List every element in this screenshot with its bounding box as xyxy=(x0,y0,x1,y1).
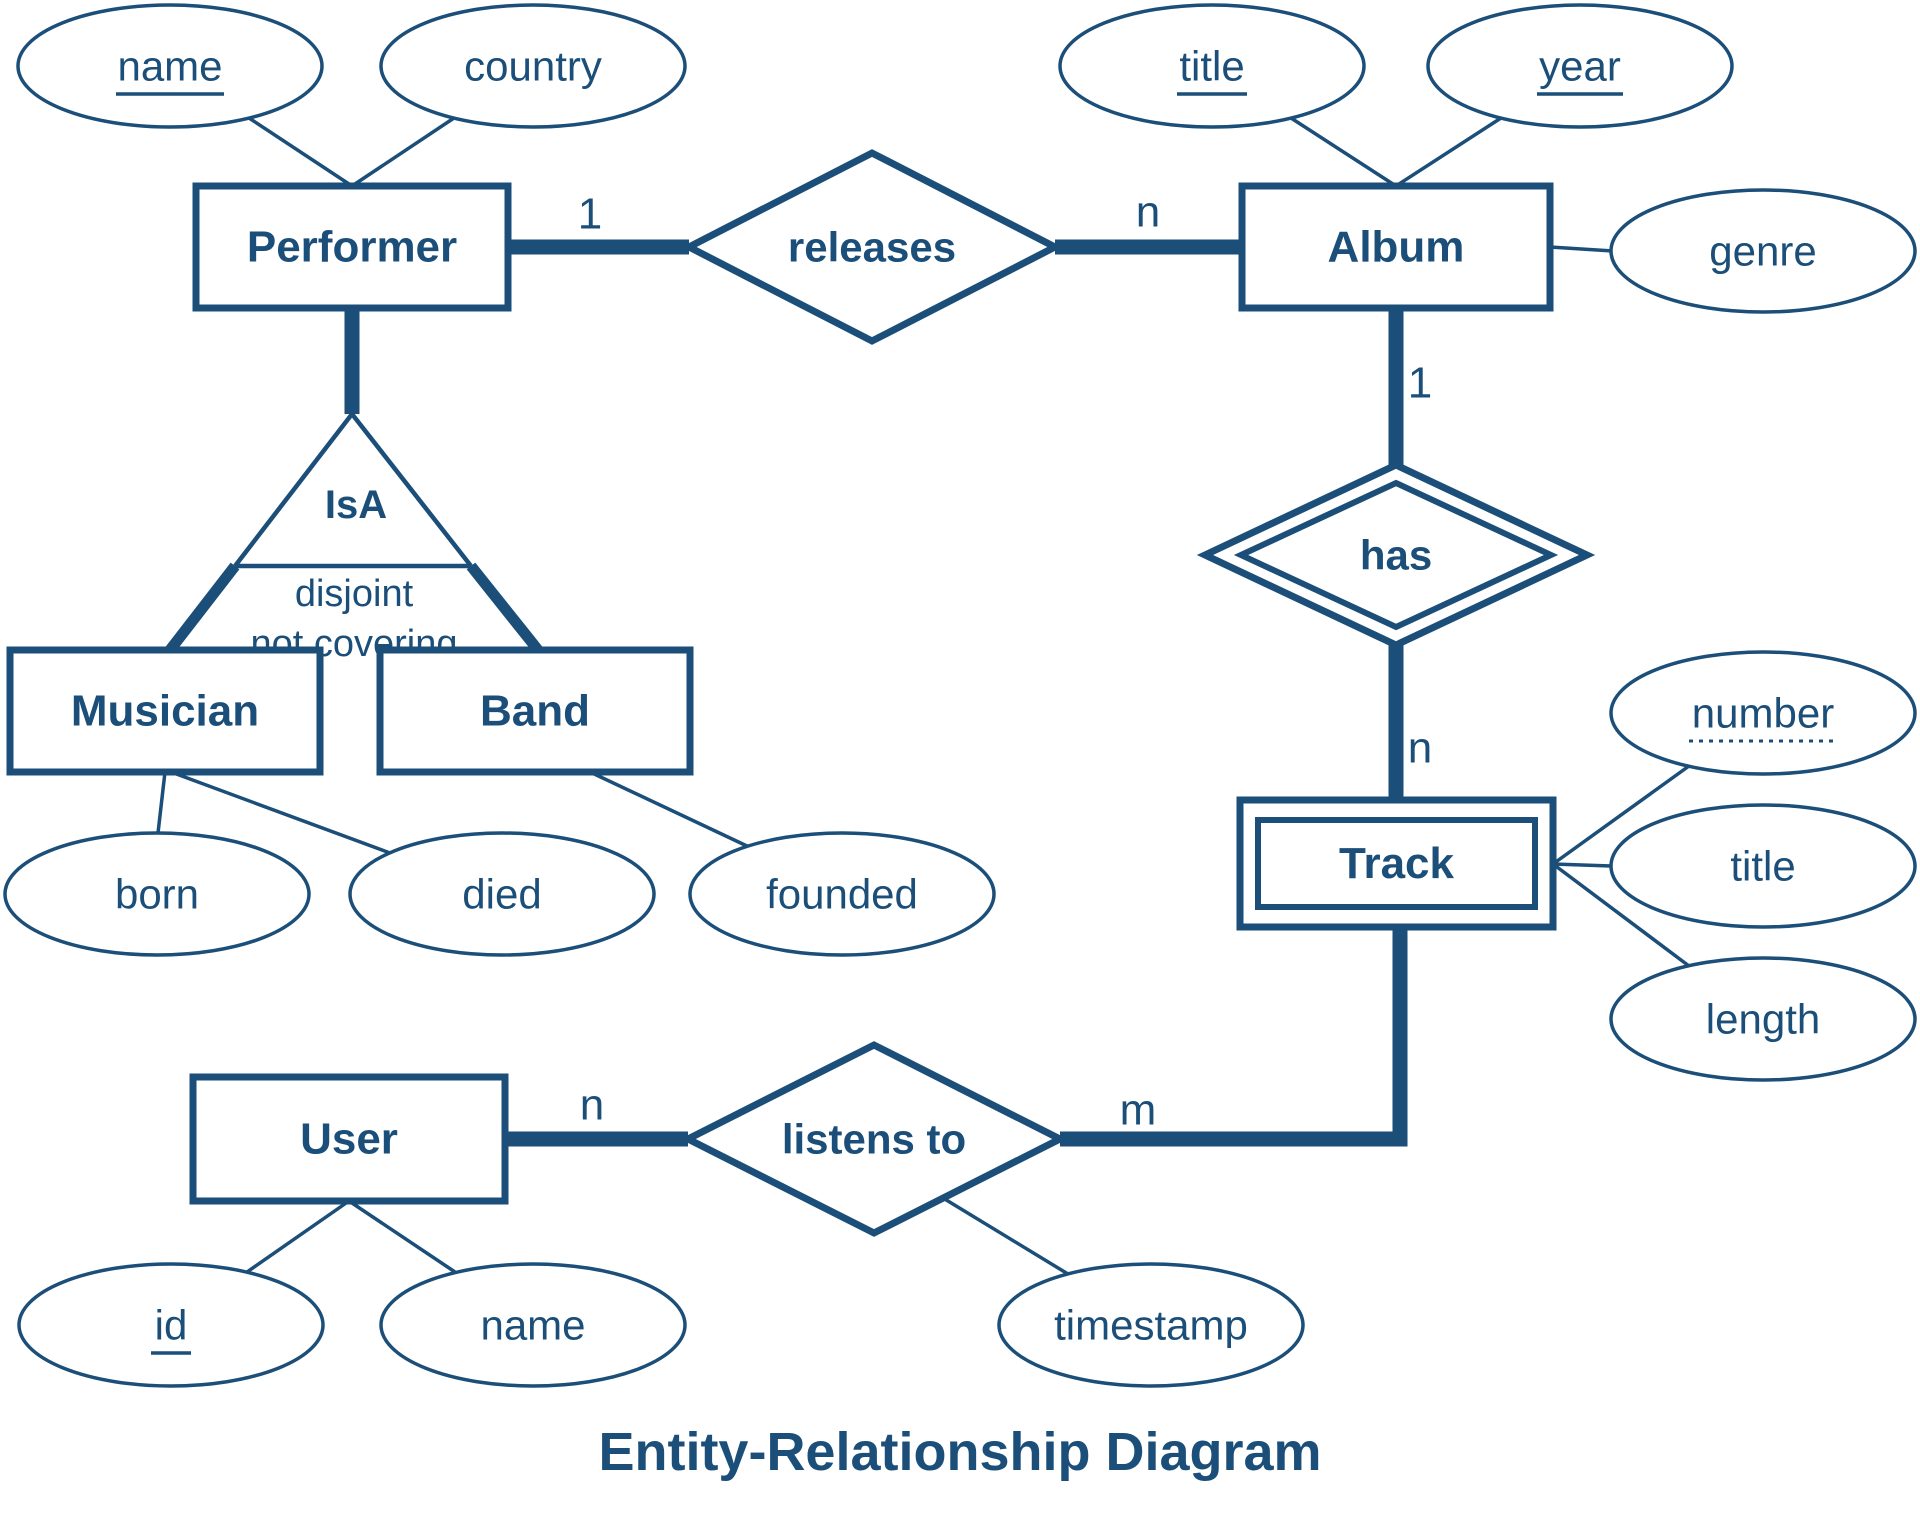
isa-constraint-disjoint: disjoint xyxy=(295,573,414,615)
relationship-has xyxy=(1196,461,1596,649)
relationship-label-releases: releases xyxy=(788,224,956,271)
connector-name-performer xyxy=(248,116,353,188)
entity-label-musician: Musician xyxy=(71,687,259,736)
attribute-label-album-title: title xyxy=(1179,43,1244,90)
entity-label-band: Band xyxy=(480,687,590,736)
attribute-label-performer-country: country xyxy=(464,43,602,90)
entity-label-album: Album xyxy=(1328,223,1465,272)
entity-label-performer: Performer xyxy=(247,223,457,272)
connector-listensto-track xyxy=(1060,927,1408,1147)
entity-performer xyxy=(192,182,512,312)
isa-leg-right xyxy=(466,562,543,654)
attribute-track-number xyxy=(1609,650,1917,776)
attribute-label-user-id: id xyxy=(155,1302,188,1349)
entity-label-track: Track xyxy=(1339,839,1455,888)
connector-born-musician xyxy=(156,771,167,834)
relationship-inner-has xyxy=(1233,479,1559,631)
isa-edge-left xyxy=(233,412,354,568)
connector-founded-band xyxy=(589,770,748,848)
connector-died-musician xyxy=(170,770,391,855)
attribute-band-founded xyxy=(688,831,996,957)
performer-releases-card: 1 xyxy=(578,190,602,239)
album-has-card: 1 xyxy=(1408,359,1432,408)
attribute-user-id xyxy=(17,1262,325,1388)
connector-title-track xyxy=(1552,862,1612,868)
connector-id-user xyxy=(246,1199,350,1274)
attribute-label-musician-died: died xyxy=(462,871,541,918)
attribute-track-title xyxy=(1609,803,1917,929)
relationship-label-listens-to: listens to xyxy=(782,1116,966,1163)
listensto-track-card: m xyxy=(1120,1086,1157,1135)
connector-year-album xyxy=(1395,116,1502,188)
connector-timestamp-listensto xyxy=(942,1196,1069,1276)
attribute-performer-country xyxy=(379,3,687,129)
attribute-label-user-name: name xyxy=(480,1302,585,1349)
releases-album-card: n xyxy=(1136,188,1160,237)
attribute-label-band-founded: founded xyxy=(766,871,918,918)
attribute-listens-timestamp xyxy=(997,1262,1305,1388)
diagram-title: Entity-Relationship Diagram xyxy=(598,1422,1321,1482)
entity-label-user: User xyxy=(300,1115,398,1164)
attribute-performer-name xyxy=(16,3,324,129)
entity-album xyxy=(1238,182,1554,312)
attribute-musician-died xyxy=(348,831,656,957)
entity-musician xyxy=(6,646,324,776)
has-track-card: n xyxy=(1408,724,1432,773)
attribute-label-listens-timestamp: timestamp xyxy=(1054,1302,1248,1349)
attribute-label-album-year: year xyxy=(1539,43,1621,90)
attribute-label-track-title: title xyxy=(1730,843,1795,890)
attribute-album-title xyxy=(1058,3,1366,129)
entity-inner-track xyxy=(1255,817,1538,910)
connector-name-user xyxy=(348,1199,456,1274)
attribute-label-musician-born: born xyxy=(115,871,199,918)
connector-genre-album xyxy=(1549,245,1614,253)
user-listensto-card: n xyxy=(580,1081,604,1130)
attribute-album-genre xyxy=(1609,188,1917,314)
attribute-label-performer-name: name xyxy=(117,43,222,90)
relationship-releases xyxy=(681,149,1063,345)
attribute-user-name xyxy=(379,1262,687,1388)
attribute-label-album-genre: genre xyxy=(1709,228,1816,275)
isa-label: IsA xyxy=(325,483,387,527)
relationship-label-has: has xyxy=(1360,532,1432,579)
isa-edge-right xyxy=(350,412,473,568)
relationship-listens-to xyxy=(680,1041,1068,1237)
attribute-label-track-length: length xyxy=(1706,996,1820,1043)
connector-country-performer xyxy=(351,116,455,188)
entity-band xyxy=(376,646,694,776)
attribute-label-track-number: number xyxy=(1692,690,1834,737)
connector-number-track xyxy=(1551,764,1691,866)
connector-title-album xyxy=(1290,116,1397,188)
isa-leg-left xyxy=(165,562,240,654)
attribute-album-year xyxy=(1426,3,1734,129)
attribute-musician-born xyxy=(3,831,311,957)
connector-length-track xyxy=(1551,862,1691,968)
attribute-track-length xyxy=(1609,956,1917,1082)
entity-user xyxy=(189,1073,509,1205)
